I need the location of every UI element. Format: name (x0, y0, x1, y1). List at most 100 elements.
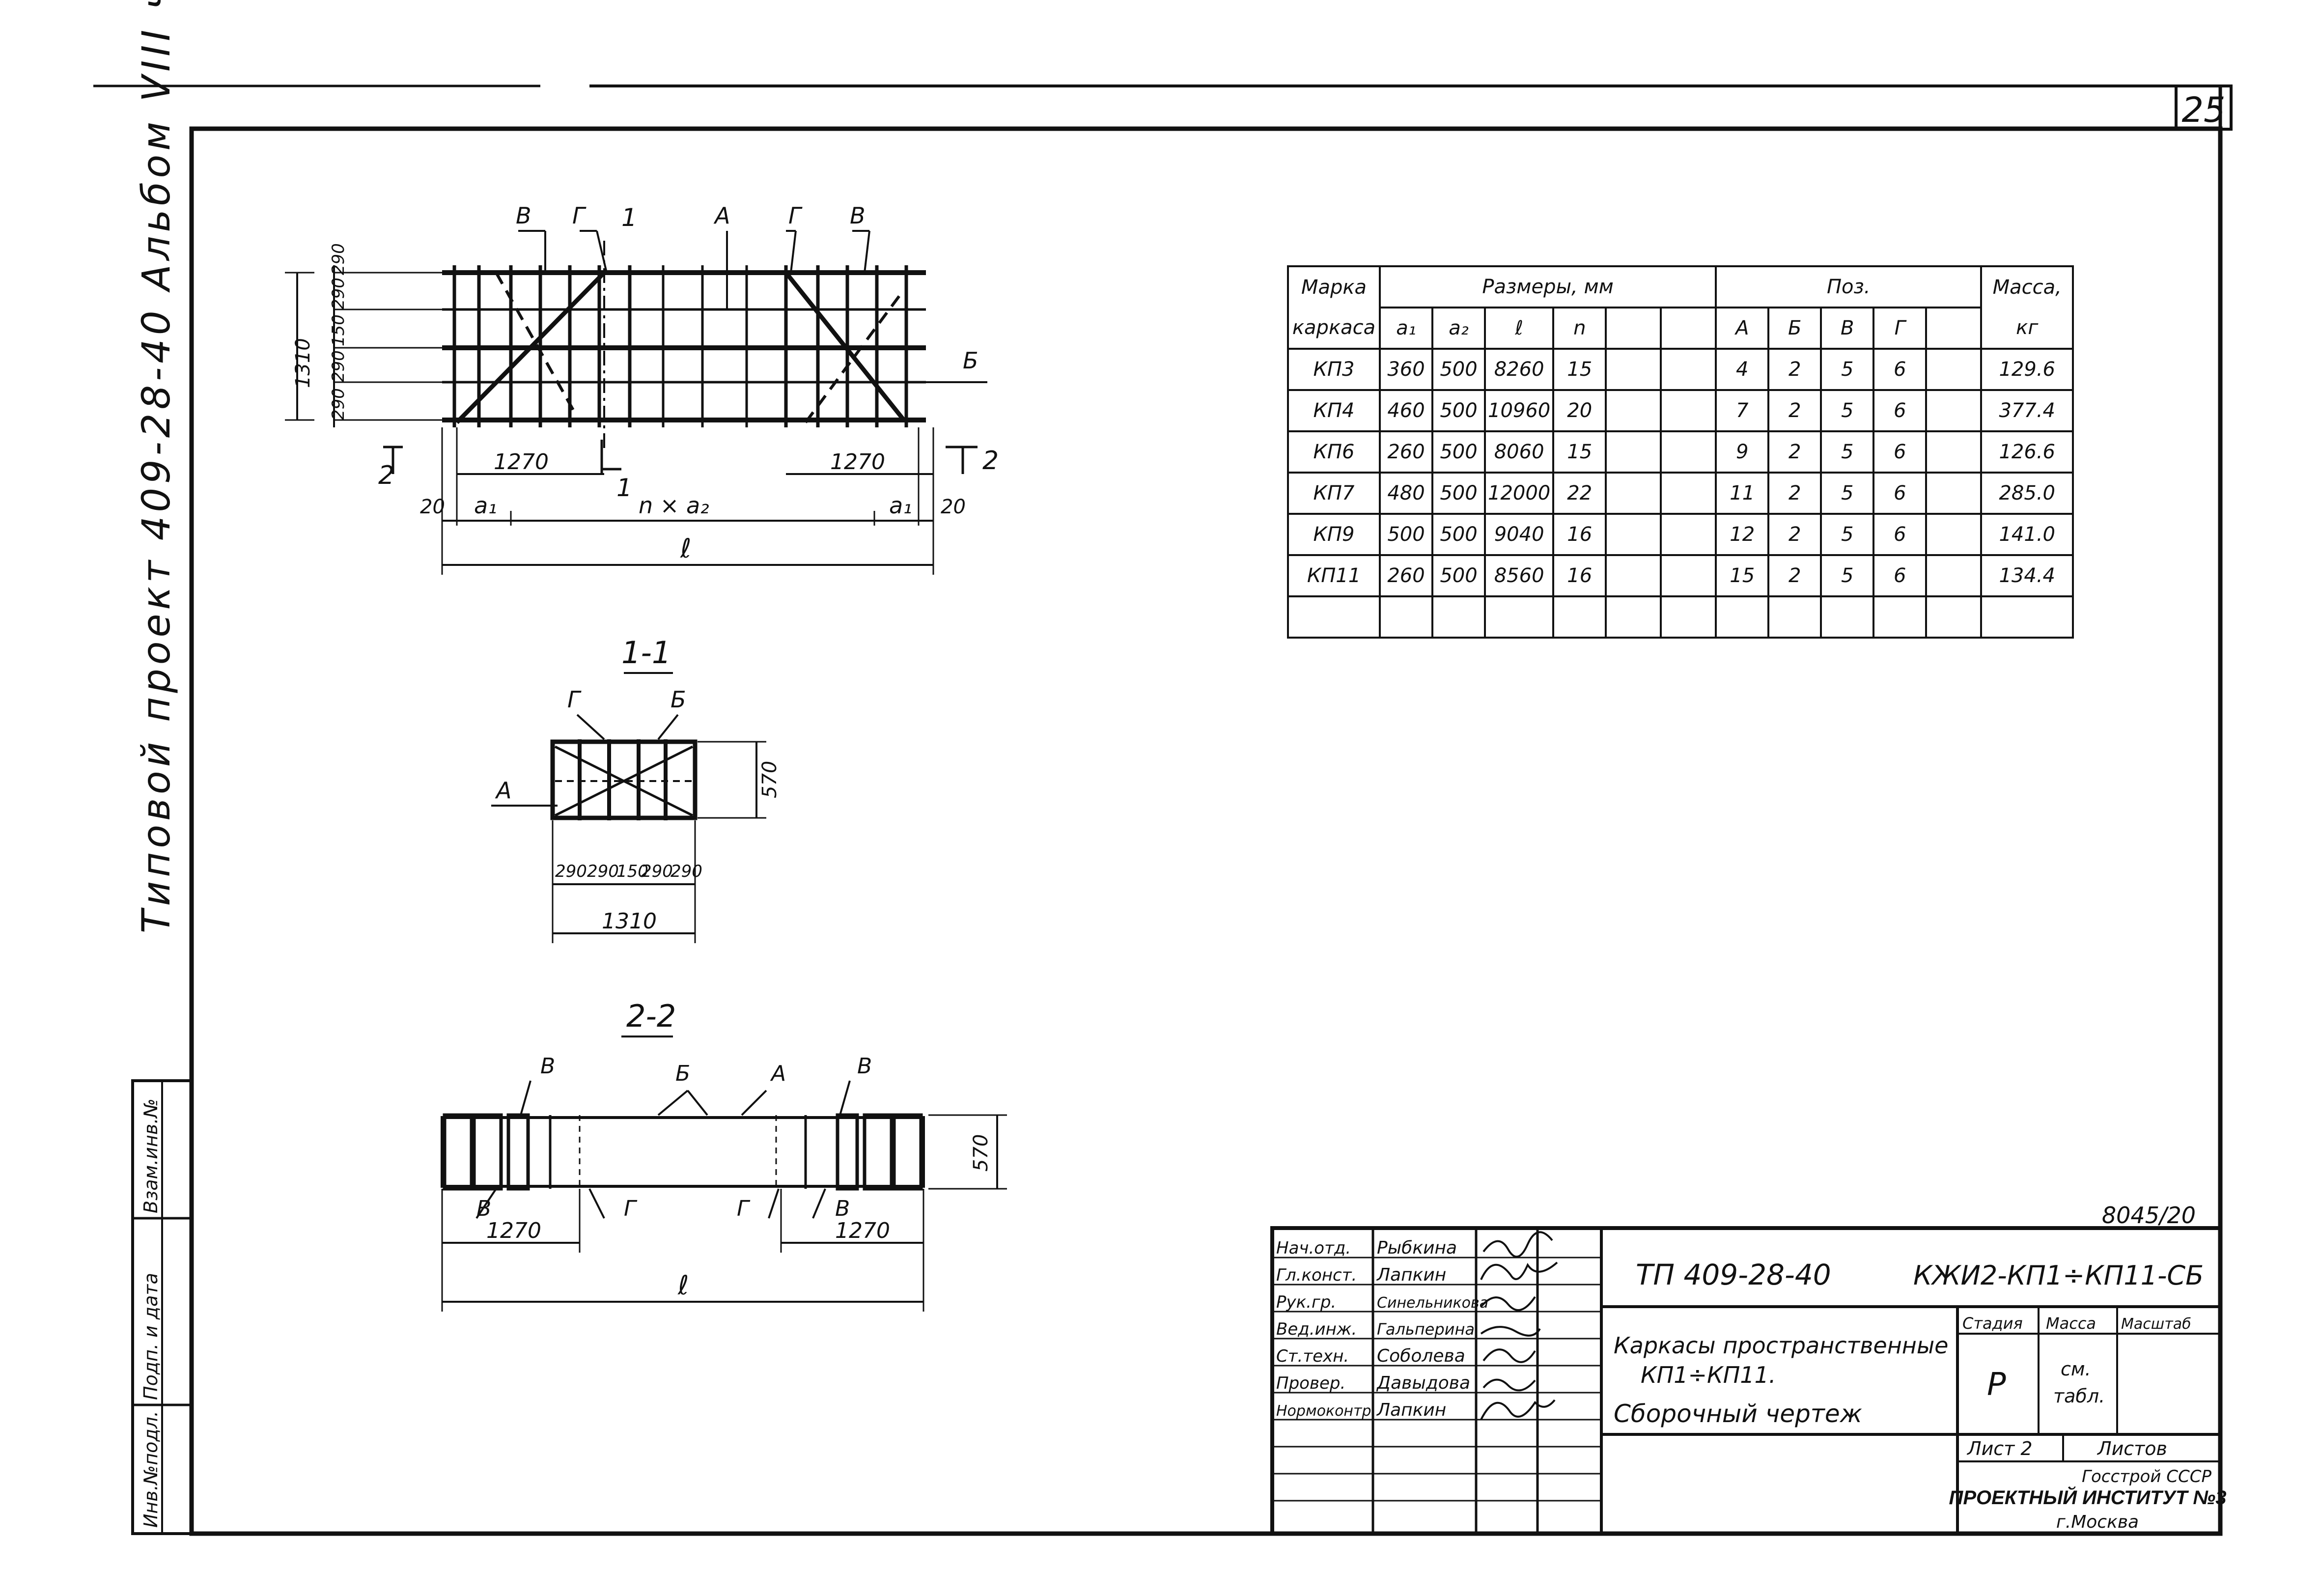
table-cell: 500 (1379, 513, 1433, 556)
section-2-label-v-right-bottom: В (835, 1196, 850, 1221)
section-1-1 (491, 672, 766, 943)
table-cell (1552, 595, 1607, 639)
table-cell: 15 (1552, 430, 1607, 474)
plan-dim-length: ℓ (680, 533, 691, 564)
section-1-dim-height: 570 (758, 761, 781, 798)
table-cell: 500 (1431, 348, 1486, 391)
side-title: Типовой проект 409-28-40 Альбом VIII ч.2 (135, 0, 179, 933)
tb-sheet: Лист 2 (1966, 1438, 2033, 1459)
section-1-label-b: Б (671, 686, 686, 713)
tb-org-2: ПРОЕКТНЫЙ ИНСТИТУТ №3 (1949, 1485, 2227, 1509)
side-stamp: Инв.№подл. Подп. и дата Взам.инв.№ (131, 1079, 193, 1535)
tb-code: КЖИ2-КП1÷КП11-СБ (1913, 1260, 2204, 1291)
table-cell: 5 (1820, 348, 1875, 391)
table-cell (1605, 389, 1662, 432)
section-2-dim-height: 570 (970, 1134, 992, 1172)
table-cell (1925, 554, 1983, 597)
section-2-label-g-right: Г (737, 1196, 751, 1221)
plan-label-b: Б (963, 347, 978, 374)
tb-role: Ст.техн. (1276, 1346, 1349, 1366)
table-row (1287, 595, 2074, 639)
plan-dim-span-left: 1270 (494, 449, 549, 475)
tb-mass-label: Масса (2046, 1314, 2096, 1333)
plan-dim-row: 290 (329, 243, 348, 275)
section-1-1-labels: 1-1 Г Б А 570 290 290 150 290 290 1310 (495, 635, 781, 934)
table-cell: 5 (1820, 513, 1875, 556)
table-cell: 2 (1767, 554, 1822, 597)
table-cell (1605, 430, 1662, 474)
table-sub: a₂ (1431, 307, 1486, 350)
tb-name: Лапкин (1376, 1400, 1446, 1420)
table-cell: 6 (1873, 430, 1928, 474)
title-block-text: 8045/20 Нач.отд. Гл.конст. Рук.гр. Вед.и… (1276, 1202, 2226, 1532)
table-header-row: Марка Размеры, мм Поз. Масса, (1287, 265, 2074, 308)
tb-name: Лапкин (1376, 1265, 1446, 1285)
table-cell: 129.6 (1980, 348, 2074, 391)
table-cell (1605, 472, 1662, 515)
table-cell: КП7 (1287, 472, 1381, 515)
table-cell (1660, 348, 1717, 391)
table-sub (1660, 307, 1717, 350)
table-cell: 5 (1820, 472, 1875, 515)
table-cell (1820, 595, 1875, 639)
section-1-dim-spacing: 290 (587, 862, 619, 881)
plan-cut2-left: 2 (378, 461, 394, 490)
table-cell: 260 (1379, 430, 1433, 474)
table-cell: 285.0 (1980, 472, 2074, 515)
plan-label-v-right: В (850, 202, 866, 229)
table-cell: 2 (1767, 472, 1822, 515)
table-cell: 9 (1715, 430, 1770, 474)
table-cell: 500 (1431, 389, 1486, 432)
table-cell: 480 (1379, 472, 1433, 515)
table-cell: 6 (1873, 472, 1928, 515)
tb-name-line-1: Каркасы пространственные (1614, 1332, 1949, 1359)
table-cell: 8560 (1483, 554, 1555, 597)
table-cell (1925, 513, 1983, 556)
table-cell (1715, 595, 1770, 639)
plan-dim-a1-left: a₁ (474, 492, 497, 519)
plan-dim-edge-right: 20 (941, 496, 966, 518)
plan-label-a: А (713, 202, 730, 229)
section-1-dim-spacing: 290 (671, 862, 702, 881)
plan-label-g-left: Г (572, 202, 587, 229)
table-sub (1925, 307, 1983, 350)
table-cell: КП4 (1287, 389, 1381, 432)
plan-dim-middle: n × a₂ (639, 492, 709, 519)
table-cell: 5 (1820, 430, 1875, 474)
table-cell: 141.0 (1980, 513, 2074, 556)
table-sub (1605, 307, 1662, 350)
table-cell: 12000 (1483, 472, 1555, 515)
tb-name: Давыдова (1376, 1373, 1470, 1393)
table-cell: 15 (1715, 554, 1770, 597)
page-number-box (2175, 84, 2233, 131)
table-cell (1767, 595, 1822, 639)
table-cell: КП9 (1287, 513, 1381, 556)
side-stamp-cell: Взам.инв.№ (140, 1098, 162, 1213)
table-cell: 10960 (1483, 389, 1555, 432)
plan-view (285, 230, 987, 575)
table-cell: 126.6 (1980, 430, 2074, 474)
plan-cut1-top: 1 (621, 203, 637, 232)
tb-name-line-2: КП1÷КП11. (1641, 1362, 1776, 1388)
table-sub: ℓ (1483, 307, 1555, 350)
table-sub: a₁ (1379, 307, 1433, 350)
table-cell (1925, 430, 1983, 474)
table-cell: 6 (1873, 389, 1928, 432)
plan-dim-row: 150 (329, 314, 348, 346)
table-sub: Г (1873, 307, 1928, 350)
page-number: 25 (2181, 90, 2225, 130)
section-2-label-g-left: Г (624, 1196, 638, 1221)
table-cell (1287, 595, 1381, 639)
tb-mass-value-2: табл. (2053, 1385, 2105, 1407)
table-cell: 260 (1379, 554, 1433, 597)
tb-name-line-3: Сборочный чертеж (1614, 1400, 1862, 1428)
table-cell (1980, 595, 2074, 639)
table-cell: 16 (1552, 554, 1607, 597)
table-sub: В (1820, 307, 1875, 350)
section-2-dim-span-left: 1270 (486, 1218, 541, 1243)
